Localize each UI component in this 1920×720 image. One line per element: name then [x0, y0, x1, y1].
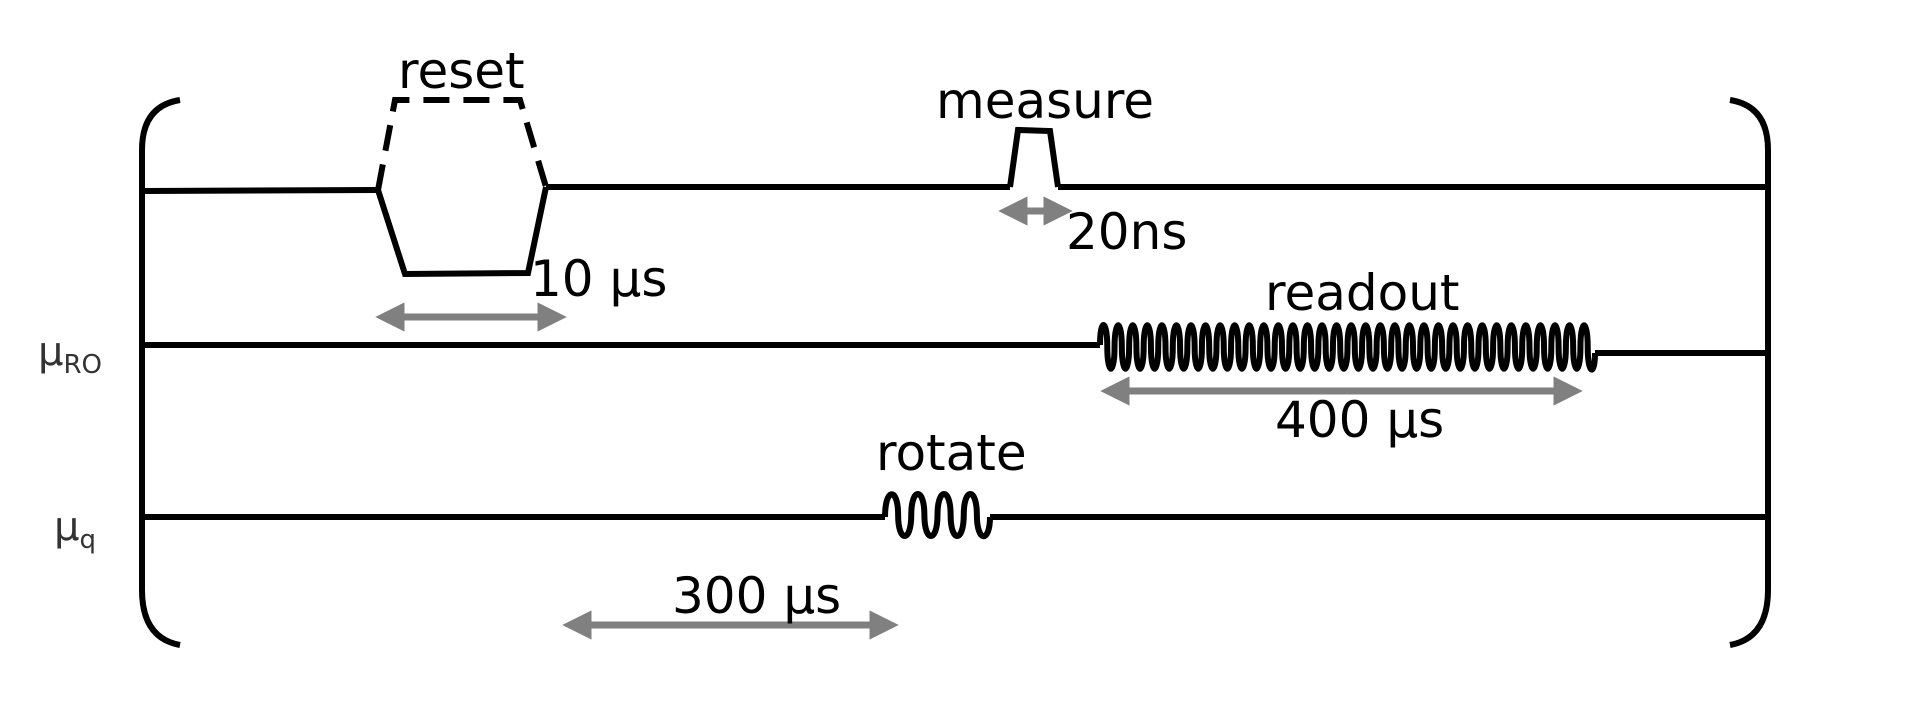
measure-label: measure	[936, 72, 1154, 130]
measure-pulse	[1007, 126, 1061, 188]
delay-duration-label: 300 µs	[672, 567, 841, 625]
readout-duration-label: 400 µs	[1275, 391, 1444, 449]
reset-pulse-dashed	[375, 97, 549, 191]
control-line-left	[144, 187, 379, 194]
qubit-channel-label: µq	[54, 504, 96, 555]
reset-pulse	[375, 186, 549, 278]
rotate-pulse	[882, 491, 993, 540]
qubit-channel-subscript: q	[79, 525, 96, 555]
readout-channel-symbol: µ	[38, 329, 63, 375]
rotate-label: rotate	[876, 424, 1027, 482]
readout-channel-label: µRO	[38, 329, 102, 380]
reset-label: reset	[398, 42, 525, 100]
readout-channel-subscript: RO	[63, 350, 102, 380]
reset-duration-label: 10 µs	[530, 250, 667, 308]
readout-label: readout	[1265, 264, 1459, 322]
readout-pulse	[1097, 322, 1598, 373]
measure-duration-label: 20ns	[1066, 203, 1187, 261]
qubit-channel-symbol: µ	[54, 504, 79, 550]
left-bracket	[139, 97, 181, 648]
right-bracket	[1729, 97, 1771, 648]
